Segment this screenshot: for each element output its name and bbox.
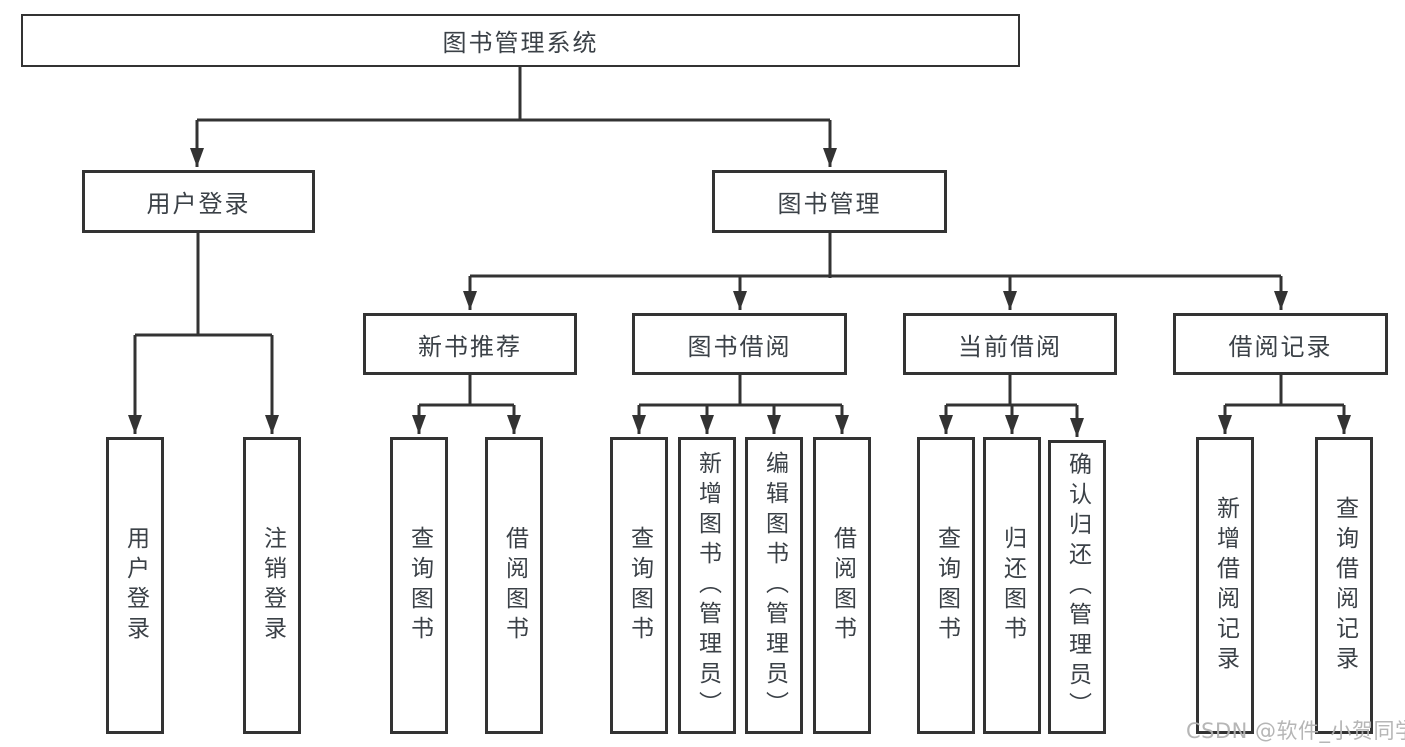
leaf-borrowing-query-books-label: 查询图书 (626, 525, 653, 646)
leaf-current-confirm-return-admin-label: 确认归还（管理员） (1064, 452, 1091, 722)
leaf-recommend-query-books-label: 查询图书 (406, 525, 433, 646)
leaf-recommend-borrow-books: 借阅图书 (485, 437, 543, 734)
leaf-current-return-books: 归还图书 (983, 437, 1041, 734)
node-borrowing-records-label: 借阅记录 (1228, 332, 1333, 361)
leaf-borrowing-add-books-admin: 新增图书（管理员） (678, 437, 736, 734)
node-root-label: 图书管理系统 (442, 29, 599, 57)
leaf-records-add-record: 新增借阅记录 (1196, 437, 1254, 734)
leaf-logout-label: 注销登录 (259, 525, 286, 646)
leaf-borrowing-borrow-books-label: 借阅图书 (829, 525, 856, 646)
csdn-watermark: CSDN @软件_小贺同学 (1186, 719, 1405, 743)
node-book-borrowing: 图书借阅 (632, 313, 847, 375)
leaf-logout: 注销登录 (243, 437, 301, 734)
node-user-login-label: 用户登录 (146, 190, 251, 218)
leaf-current-return-books-label: 归还图书 (999, 525, 1026, 646)
leaf-borrowing-add-books-admin-label: 新增图书（管理员） (694, 450, 721, 721)
node-current-borrowing: 当前借阅 (903, 313, 1117, 375)
leaf-current-confirm-return-admin: 确认归还（管理员） (1048, 440, 1106, 734)
node-new-book-recommend: 新书推荐 (363, 313, 577, 375)
leaf-borrowing-query-books: 查询图书 (610, 437, 668, 734)
leaf-user-login-label: 用户登录 (122, 525, 149, 646)
leaf-current-query-books: 查询图书 (917, 437, 975, 734)
leaf-records-query-record: 查询借阅记录 (1315, 437, 1373, 734)
node-new-book-recommend-label: 新书推荐 (418, 332, 522, 361)
node-root: 图书管理系统 (21, 14, 1020, 67)
leaf-current-query-books-label: 查询图书 (933, 525, 960, 646)
leaf-records-query-record-label: 查询借阅记录 (1331, 495, 1358, 676)
leaf-borrowing-edit-books-admin-label: 编辑图书（管理员） (761, 450, 788, 721)
node-book-borrowing-label: 图书借阅 (687, 332, 792, 361)
node-book-management-label: 图书管理 (777, 190, 882, 218)
leaf-records-add-record-label: 新增借阅记录 (1212, 495, 1239, 676)
node-user-login: 用户登录 (82, 170, 315, 233)
node-borrowing-records: 借阅记录 (1173, 313, 1388, 375)
leaf-recommend-query-books: 查询图书 (390, 437, 448, 734)
leaf-user-login: 用户登录 (106, 437, 164, 734)
leaf-borrowing-borrow-books: 借阅图书 (813, 437, 871, 734)
leaf-borrowing-edit-books-admin: 编辑图书（管理员） (745, 437, 803, 734)
leaf-recommend-borrow-books-label: 借阅图书 (501, 525, 528, 646)
node-book-management: 图书管理 (712, 170, 947, 233)
node-current-borrowing-label: 当前借阅 (958, 332, 1062, 361)
